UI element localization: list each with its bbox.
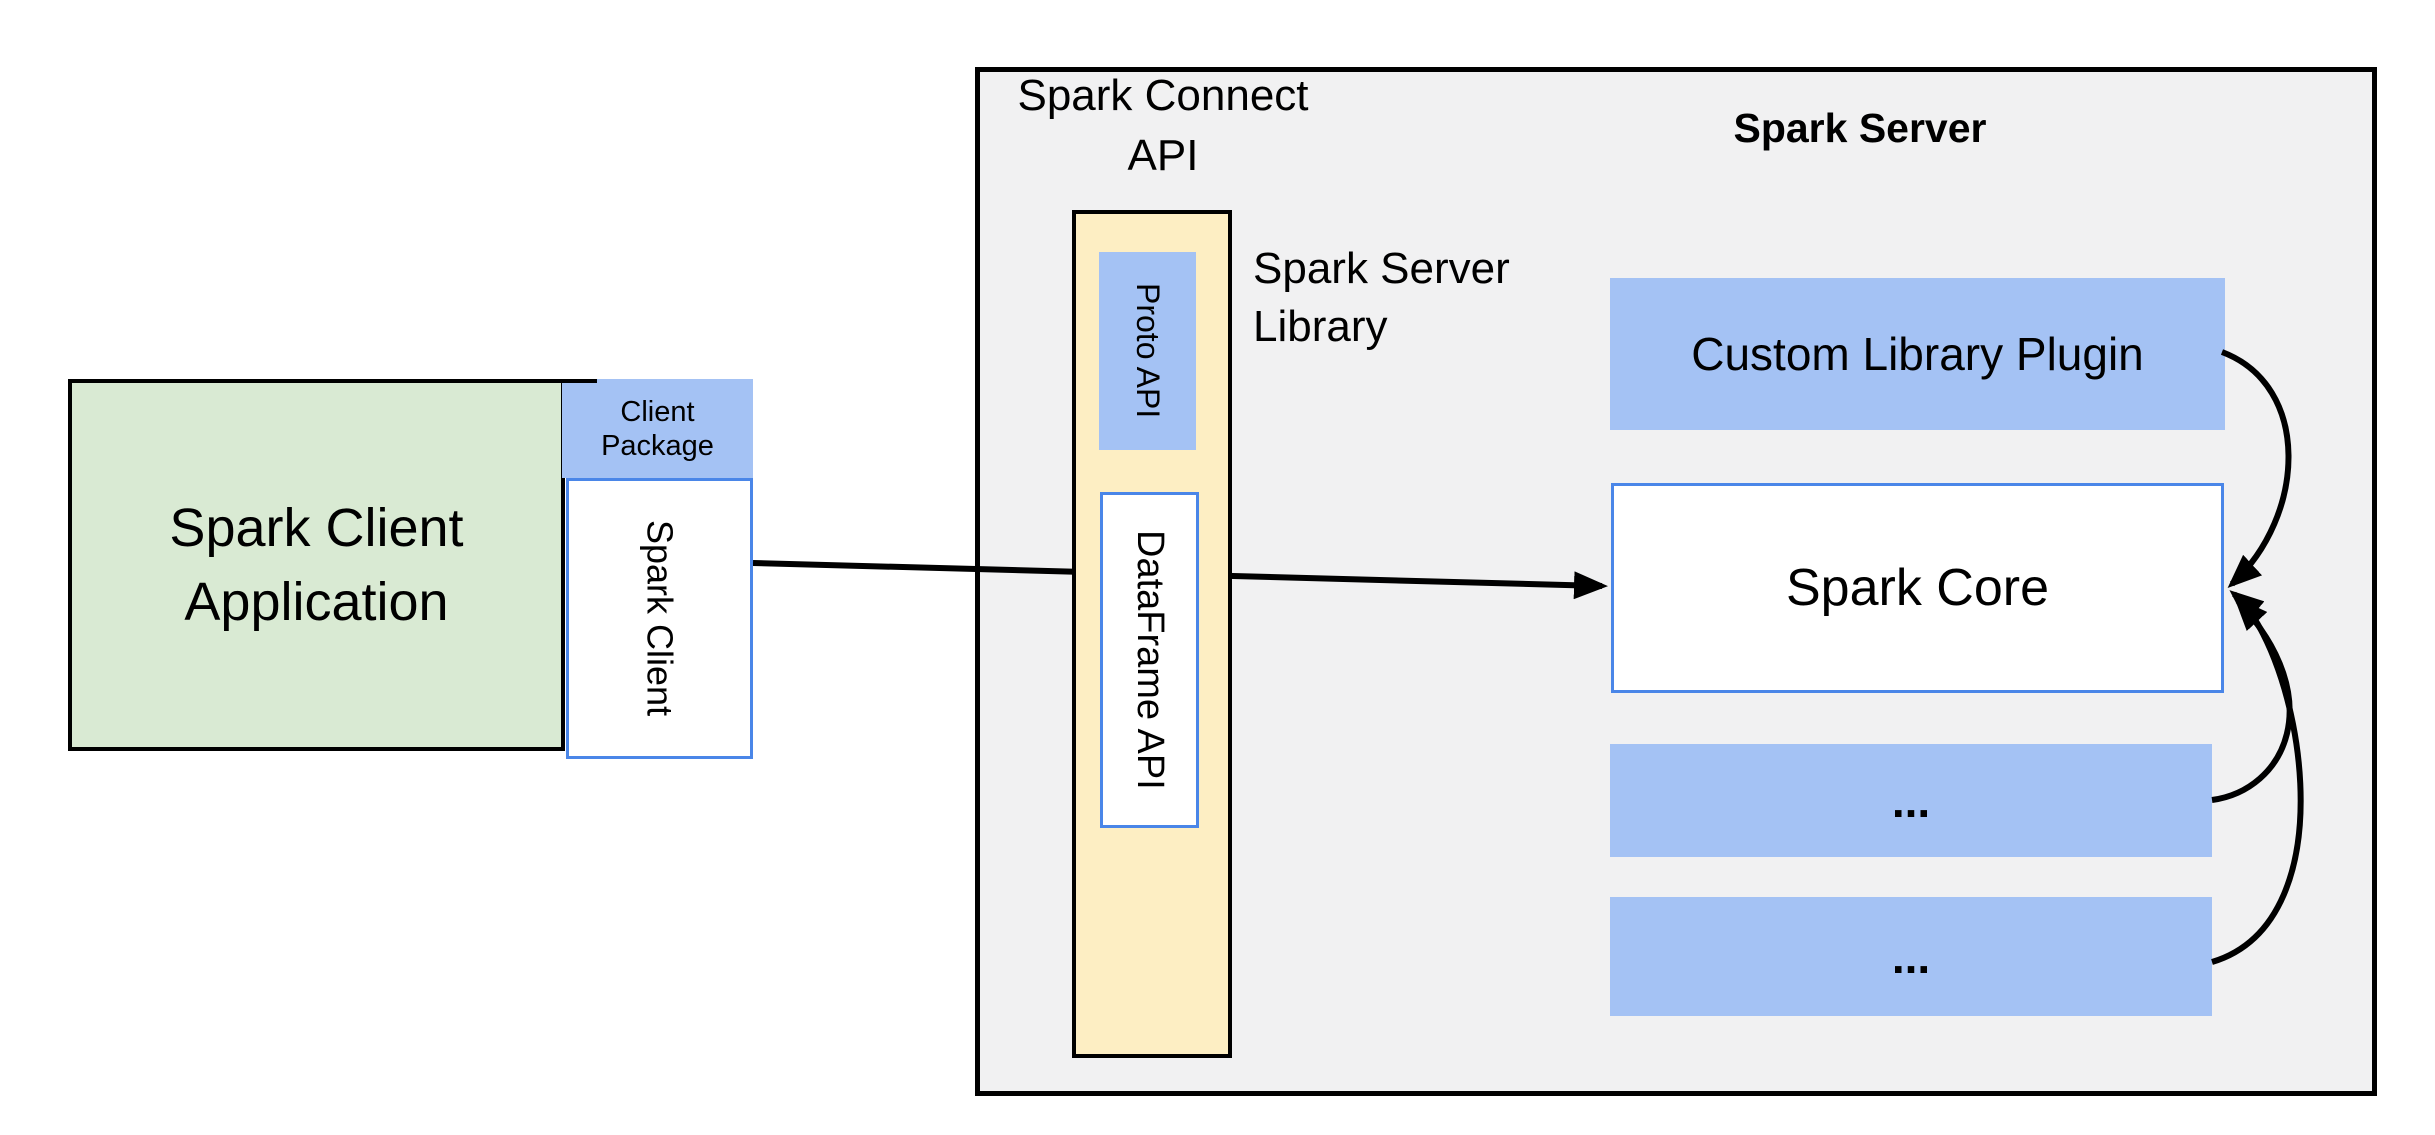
- spark-client-application-line1: Spark Client: [169, 498, 464, 558]
- dataframe-api-label: DataFrame API: [1129, 530, 1171, 790]
- module-box-1: ...: [1610, 744, 2212, 857]
- spark-client-application-box: Spark Client Application: [68, 379, 565, 751]
- module-box-2: ...: [1610, 897, 2212, 1016]
- spark-core-label: Spark Core: [1786, 559, 2049, 617]
- client-package-line2: Package: [601, 429, 714, 462]
- spark-connect-api-line1: Spark Connect: [1017, 71, 1309, 120]
- module-2-dots: ...: [1891, 930, 1931, 983]
- spark-client-application-line2: Application: [184, 572, 449, 632]
- spark-client-application-label: Spark Client Application: [169, 491, 463, 639]
- spark-client-label: Spark Client: [639, 520, 681, 717]
- spark-server-library-line2: Library: [1253, 302, 1388, 351]
- client-package-line1: Client: [620, 395, 695, 428]
- custom-library-plugin-label: Custom Library Plugin: [1691, 328, 2144, 380]
- spark-server-library-label: Spark Server Library: [1253, 240, 1583, 356]
- spark-core-box: Spark Core: [1611, 483, 2224, 693]
- spark-server-title: Spark Server: [1733, 105, 1987, 151]
- spark-connect-api-line2: API: [1127, 131, 1199, 180]
- spark-client-box: Spark Client: [566, 478, 753, 759]
- module-1-dots: ...: [1891, 774, 1931, 827]
- client-package-box: Client Package: [562, 379, 753, 478]
- custom-library-plugin-box: Custom Library Plugin: [1610, 278, 2225, 430]
- proto-api-label: Proto API: [1130, 283, 1166, 419]
- spark-server-library-line1: Spark Server: [1253, 244, 1510, 293]
- green-box-border-overhang: [561, 379, 597, 383]
- proto-api-box: Proto API: [1099, 252, 1196, 450]
- dataframe-api-box: DataFrame API: [1100, 492, 1199, 828]
- client-package-label: Client Package: [601, 395, 714, 463]
- spark-connect-api-label: Spark Connect API: [1013, 66, 1313, 186]
